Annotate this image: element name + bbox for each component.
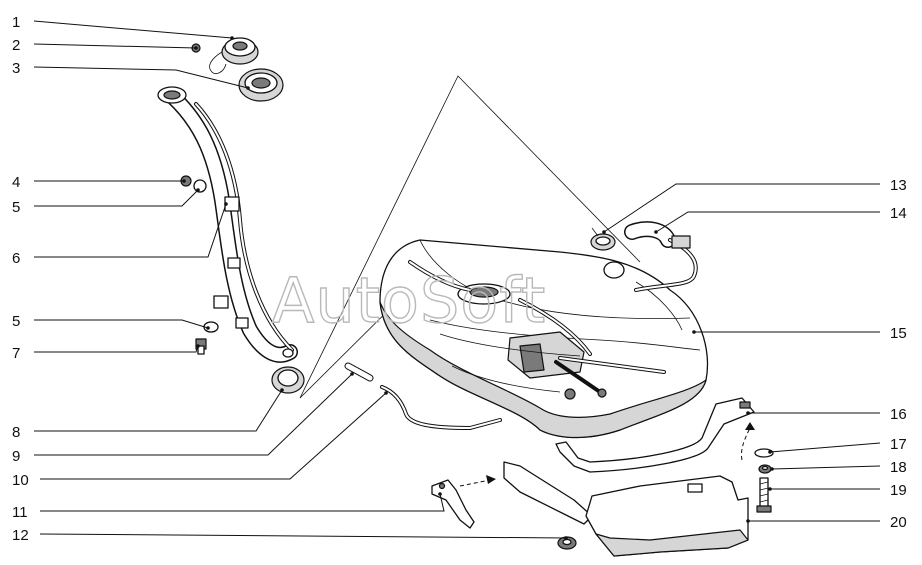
- callout-9: 9: [12, 448, 20, 465]
- callout-18: 18: [890, 459, 907, 476]
- strap-washer-part: [754, 448, 774, 458]
- assembly-arrow: [741, 422, 755, 461]
- connector-hose-part: [344, 362, 374, 382]
- leader-lines: [33, 20, 881, 539]
- callout-10: 10: [12, 472, 29, 489]
- hose-clamp-part: [590, 227, 616, 251]
- callout-20: 20: [890, 514, 907, 531]
- pipe-clamp-part: [271, 366, 305, 394]
- filler-hose-part: [603, 221, 698, 292]
- callout-6: 6: [12, 250, 20, 267]
- callout-5a: 5: [12, 199, 20, 216]
- pipe-bolt-part: [195, 338, 207, 355]
- callout-7: 7: [12, 345, 20, 362]
- fuel-tank-part: [379, 239, 709, 439]
- callout-8: 8: [12, 424, 20, 441]
- tank-strap-part: [555, 397, 755, 473]
- strap-nut-part: [758, 464, 772, 474]
- callout-17: 17: [890, 436, 907, 453]
- filler-seal-part: [238, 68, 284, 102]
- callout-16: 16: [890, 406, 907, 423]
- fuel-cap-part: [209, 37, 259, 74]
- callout-19: 19: [890, 482, 907, 499]
- callout-15: 15: [890, 325, 907, 342]
- callout-14: 14: [890, 205, 907, 222]
- callout-2: 2: [12, 37, 20, 54]
- callout-5b: 5: [12, 313, 20, 330]
- heat-shield-part: [503, 461, 749, 557]
- leader-dots: [182, 36, 774, 540]
- pipe-washer-part: [193, 179, 207, 193]
- filler-pipe-part: [157, 86, 298, 363]
- callout-13: 13: [890, 177, 907, 194]
- callout-3: 3: [12, 60, 20, 77]
- callout-labels: 1 2 3 4 5 6 5 7 8 9 10 11 12 13 14 15 16…: [12, 14, 907, 544]
- shield-bracket-part: [431, 479, 475, 529]
- strap-bolt-part: [756, 477, 772, 513]
- callout-1: 1: [12, 14, 20, 31]
- callout-4: 4: [12, 174, 20, 191]
- callout-12: 12: [12, 527, 29, 544]
- filler-neck-group: [157, 37, 305, 394]
- bracket-arrow: [459, 475, 496, 487]
- vent-pipe-part: [380, 385, 502, 431]
- callout-11: 11: [12, 504, 28, 521]
- watermark-text: AutoSoft: [272, 264, 546, 337]
